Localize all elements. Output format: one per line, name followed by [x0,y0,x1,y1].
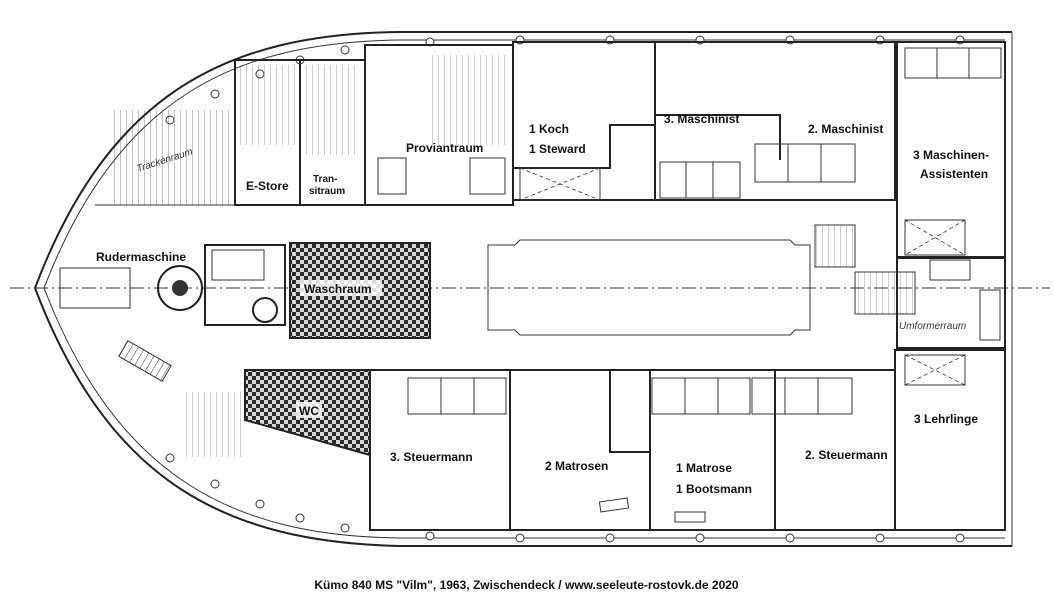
umformerraum [896,257,1006,349]
wc-label-bg [296,402,322,418]
rudermaschine-area [59,244,286,382]
label-wc: WC [299,404,319,418]
label-maschinist-2: 2. Maschinist [808,122,883,136]
label-matrose-1b: 1 Bootsmann [676,482,752,496]
label-transitraum-1: Tran- [313,174,337,185]
label-lehrlinge: 3 Lehrlinge [914,412,978,426]
figure-caption: Kümo 840 MS "Vilm", 1963, Zwischendeck /… [314,578,739,592]
waschraum-label-bg [300,280,382,296]
trackenraum-area [95,80,236,206]
label-transitraum-2: sitraum [309,186,345,197]
label-steuermann-3: 3. Steuermann [390,450,473,464]
label-steuermann-2: 2. Steuermann [805,448,888,462]
label-maschinist-3: 3. Maschinist [664,112,739,126]
label-assistenten-1: 3 Maschinen- [913,148,989,162]
label-rudermaschine: Rudermaschine [96,250,186,264]
label-assistenten-2: Assistenten [920,167,988,181]
label-koch-2: 1 Steward [529,142,586,156]
upper-rooms [234,41,1006,258]
label-matrose-1a: 1 Matrose [676,461,732,475]
lower-stairs [182,392,242,457]
label-e-store: E-Store [246,179,289,193]
lower-rooms [369,349,1006,531]
label-waschraum: Waschraum [304,282,372,296]
label-koch-1: 1 Koch [529,122,569,136]
engine-casing [487,224,916,336]
label-matrosen-2: 2 Matrosen [545,459,608,473]
label-proviantraum: Proviantraum [406,141,483,155]
label-umformerraum: Umformerraum [899,321,966,332]
